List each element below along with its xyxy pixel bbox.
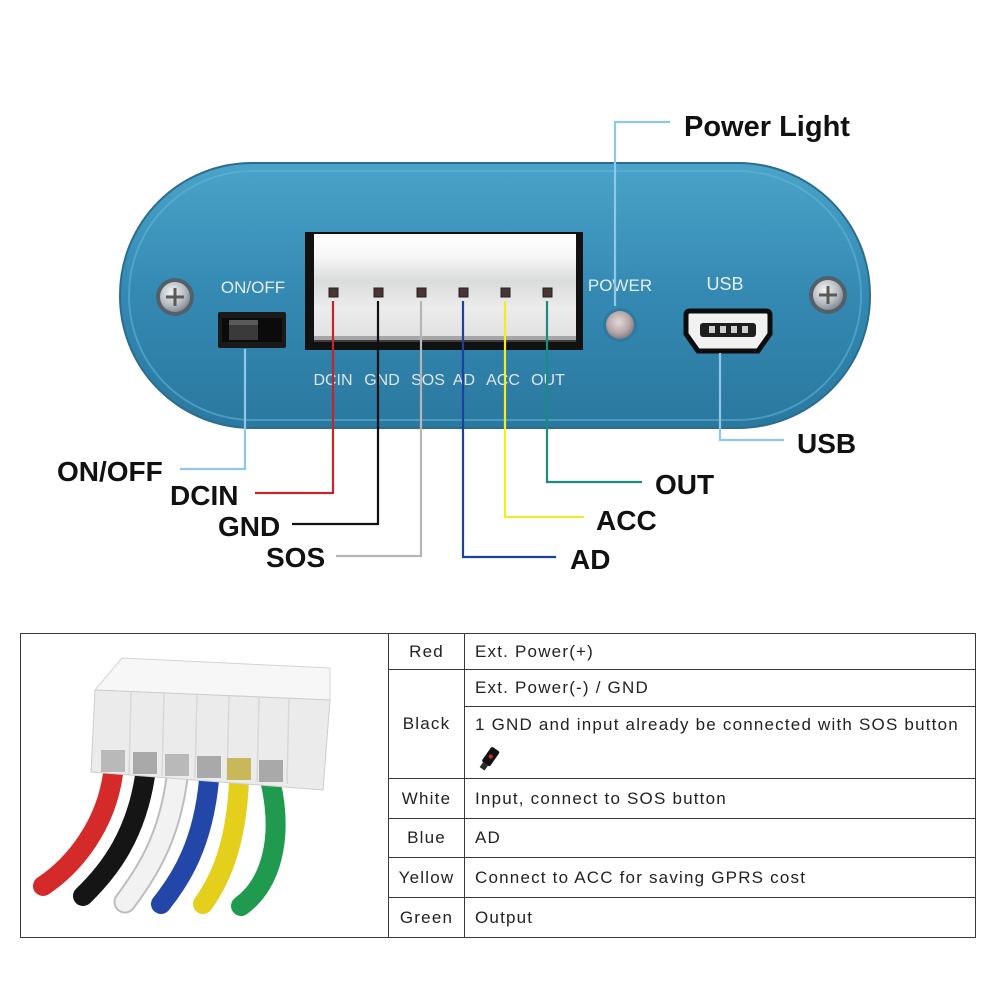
callout-label-sos: SOS xyxy=(266,542,325,573)
connector-plug-icon xyxy=(479,747,500,771)
callout-line-power-light xyxy=(613,120,670,306)
wire-desc-blue: AD xyxy=(464,818,976,858)
callout-line-ad xyxy=(461,301,556,559)
tracker-panel-diagram: ON/OFF DCIN GND SOS AD ACC OUT POWER xyxy=(57,111,871,575)
pin-gnd xyxy=(373,287,384,298)
pin-label-sos: SOS xyxy=(411,372,445,389)
wire-desc-black-2-cell: 1 GND and input already be connected wit… xyxy=(464,706,976,779)
callout-line-on-off xyxy=(180,349,247,471)
wire-color-yellow: Yellow xyxy=(388,857,465,898)
pin-dcin xyxy=(328,287,339,298)
pin-acc xyxy=(500,287,511,298)
pin-label-gnd: GND xyxy=(364,372,400,389)
usb-port[interactable] xyxy=(683,308,773,354)
callout-label-on-off: ON/OFF xyxy=(57,456,163,487)
callout-label-power-light: Power Light xyxy=(684,111,850,143)
callout-label-usb: USB xyxy=(797,428,856,459)
callout-line-usb xyxy=(718,353,784,442)
wire-connector-port xyxy=(305,232,583,350)
wire-harness-photo xyxy=(20,633,389,938)
wire-desc-yellow: Connect to ACC for saving GPRS cost xyxy=(464,857,976,898)
wire-color-white: White xyxy=(388,778,465,819)
wire-yellow xyxy=(193,772,249,914)
wire-white xyxy=(115,768,187,912)
wire-color-black: Black xyxy=(388,669,465,779)
wire-plug xyxy=(90,657,331,791)
callout-label-acc: ACC xyxy=(596,505,657,536)
pin-sos xyxy=(416,287,427,298)
power-led xyxy=(603,308,637,342)
wire-color-blue: Blue xyxy=(388,818,465,858)
usb-label: USB xyxy=(706,274,743,294)
switch-label: ON/OFF xyxy=(221,278,285,297)
wire-black xyxy=(73,766,155,906)
callout-line-dcin xyxy=(255,301,335,495)
device-rim xyxy=(128,170,862,421)
callout-line-out xyxy=(545,301,642,484)
wire-desc-white: Input, connect to SOS button xyxy=(464,778,976,819)
wire-color-red: Red xyxy=(388,633,465,670)
callout-label-ad: AD xyxy=(570,544,610,575)
wire-desc-black-1: Ext. Power(-) / GND xyxy=(464,669,976,707)
callout-line-gnd xyxy=(292,301,380,526)
left-screw-icon xyxy=(156,278,194,316)
pin-label-out: OUT xyxy=(531,372,565,389)
callout-label-gnd: GND xyxy=(218,511,280,542)
wire-desc-black-2: 1 GND and input already be connected wit… xyxy=(475,715,959,734)
callout-label-dcin: DCIN xyxy=(170,480,238,511)
callout-line-acc xyxy=(503,301,584,519)
wire-color-table: Red Ext. Power(+) Black Ext. Power(-) / … xyxy=(20,633,976,938)
wire-green xyxy=(231,774,286,916)
wire-blue xyxy=(151,770,219,914)
wire-red xyxy=(33,764,123,896)
power-label: POWER xyxy=(588,276,652,295)
wire-harness-illustration xyxy=(33,657,331,916)
wire-color-green: Green xyxy=(388,897,465,938)
pin-ad xyxy=(458,287,469,298)
callout-label-out: OUT xyxy=(655,469,714,500)
power-switch[interactable] xyxy=(218,312,286,348)
right-screw-icon xyxy=(809,276,847,314)
wire-desc-green: Output xyxy=(464,897,976,938)
pin-out xyxy=(542,287,553,298)
pin-label-acc: ACC xyxy=(486,372,520,389)
callout-line-sos xyxy=(336,301,423,558)
wire-desc-red: Ext. Power(+) xyxy=(464,633,976,670)
device-panel: ON/OFF DCIN GND SOS AD ACC OUT POWER xyxy=(119,162,871,429)
